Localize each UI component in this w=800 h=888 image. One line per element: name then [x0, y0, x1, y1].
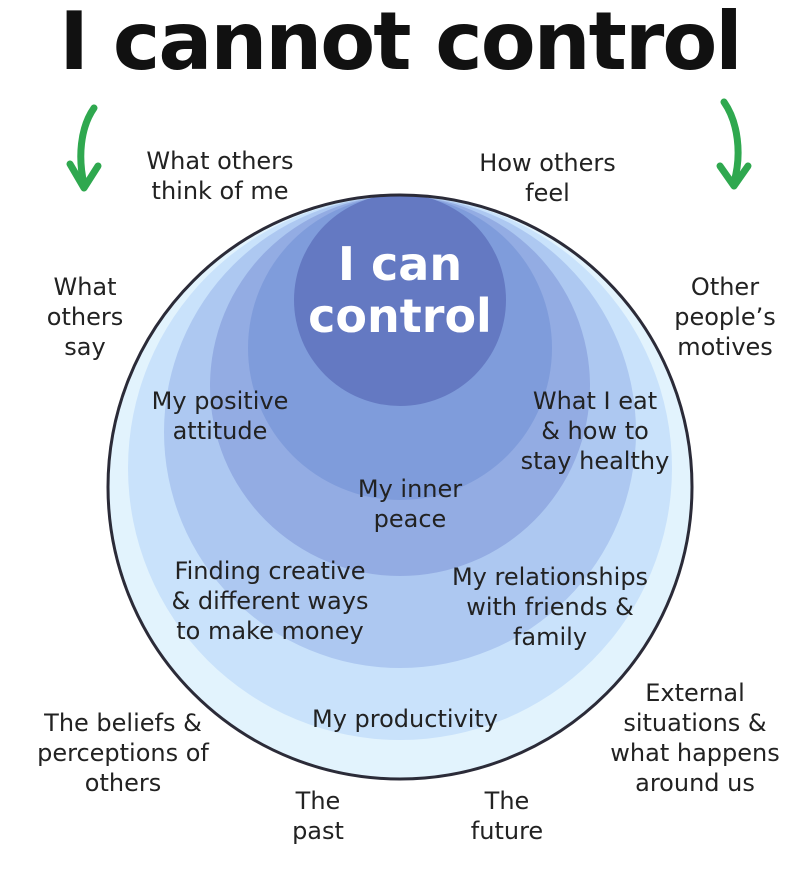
- ring-outline: [106, 193, 694, 781]
- item-eat-healthy: What I eat & how to stay healthy: [520, 387, 670, 475]
- item-productivity: My productivity: [312, 705, 498, 733]
- arrow-down-right-icon: [716, 98, 752, 190]
- item-external-situations: External situations & what happens aroun…: [610, 679, 780, 797]
- i-can-control-label: I can control: [308, 237, 492, 343]
- ring-inner: [294, 195, 506, 406]
- item-how-others-feel: How others feel: [479, 149, 616, 207]
- item-the-future: The future: [470, 787, 544, 845]
- item-what-others-think: What others think of me: [146, 147, 294, 205]
- item-beliefs-perceptions: The beliefs & perceptions of others: [37, 709, 209, 797]
- arrow-down-left-icon: [66, 104, 102, 192]
- item-the-past: The past: [292, 787, 344, 845]
- item-creative-money: Finding creative & different ways to mak…: [171, 557, 369, 645]
- item-what-others-say: What others say: [46, 273, 124, 361]
- item-inner-peace: My inner peace: [357, 475, 463, 533]
- page-title: I cannot control: [59, 0, 742, 88]
- item-positive-attitude: My positive attitude: [151, 387, 289, 445]
- item-others-motives: Other people’s motives: [674, 273, 776, 361]
- item-relationships: My relationships with friends & family: [451, 563, 649, 651]
